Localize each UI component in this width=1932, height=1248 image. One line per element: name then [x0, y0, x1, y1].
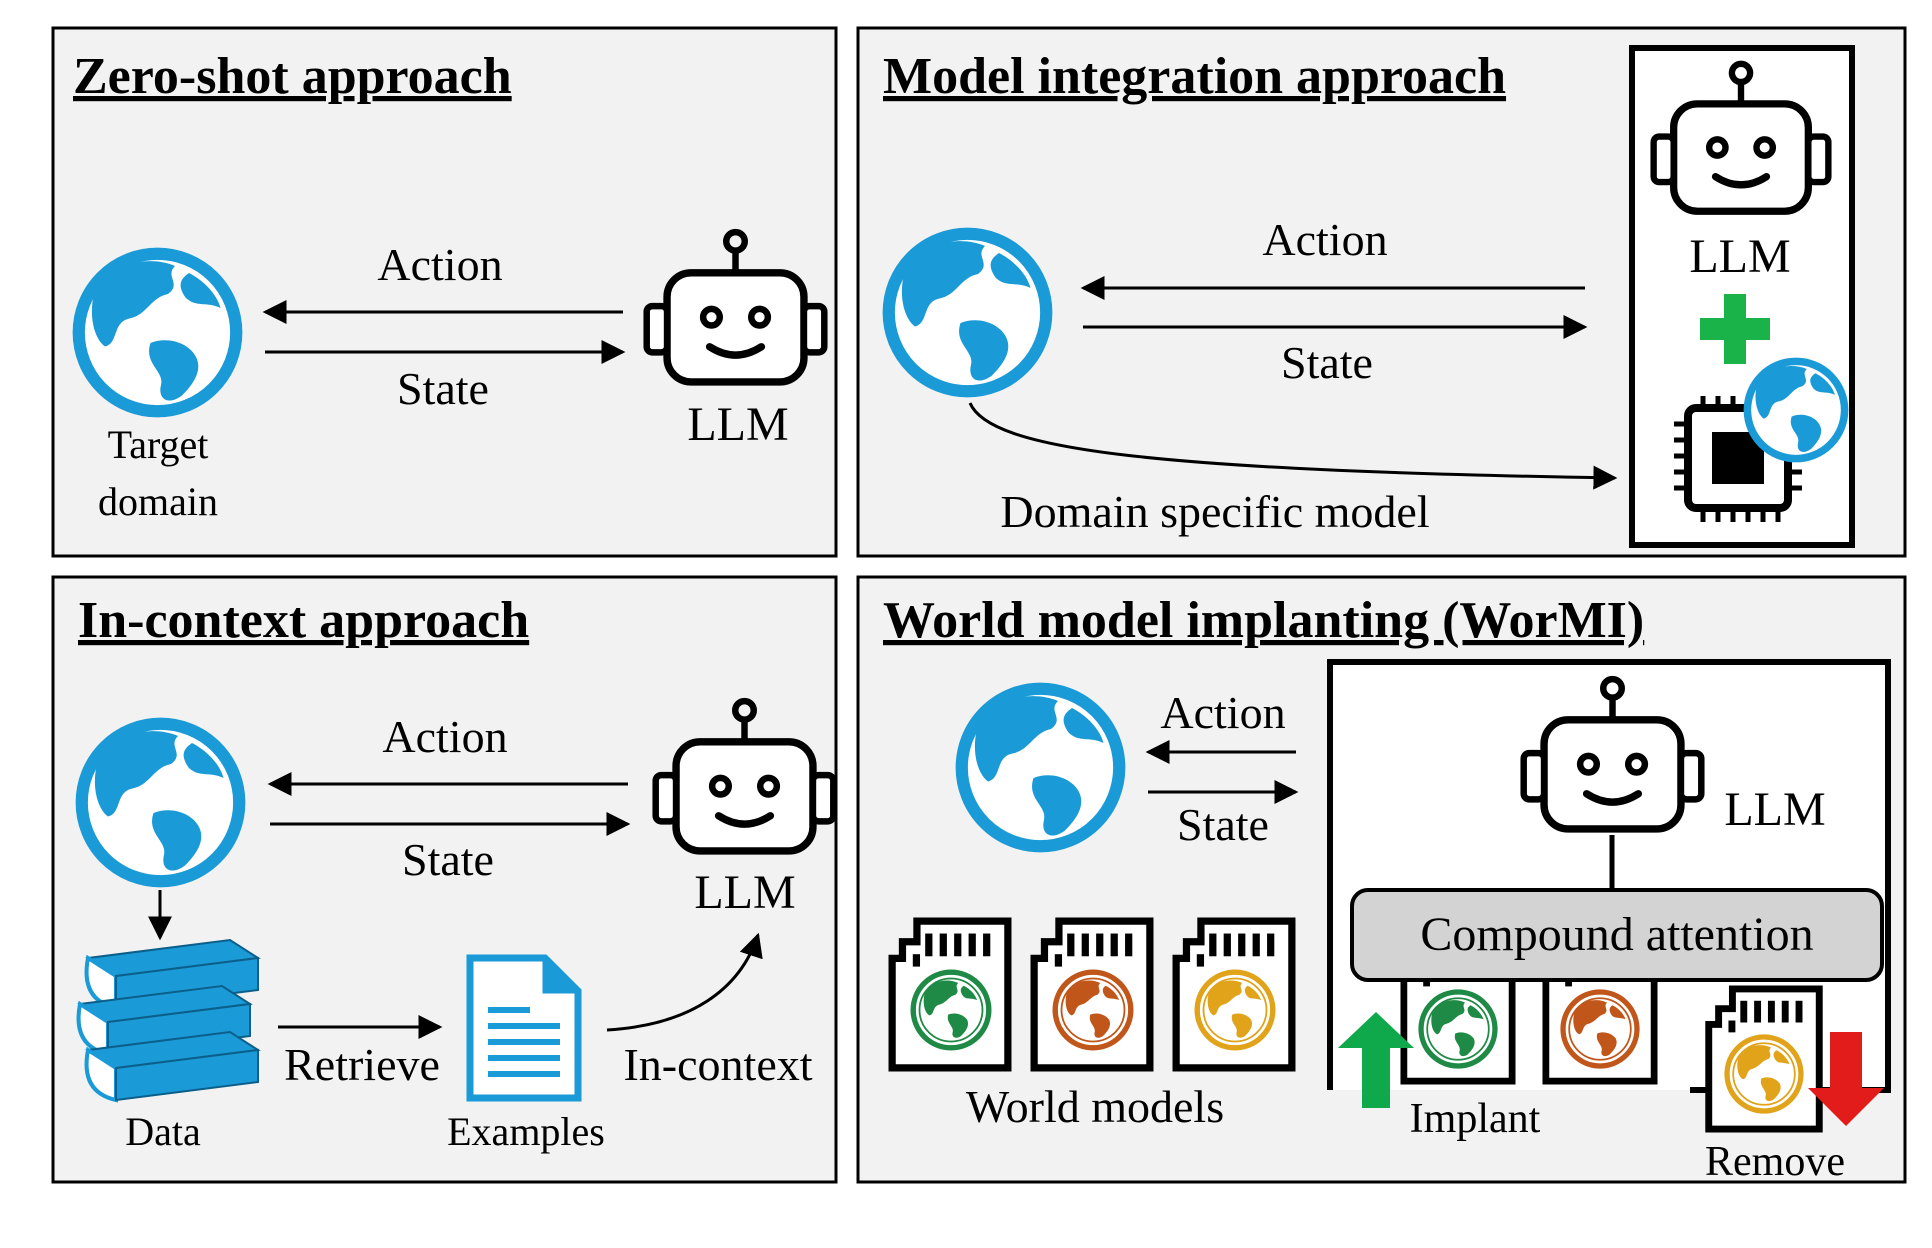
implant-label: Implant [1410, 1096, 1541, 1142]
in-context-action-label: Action [382, 711, 507, 762]
domain-specific-model-label: Domain specific model [1000, 486, 1429, 537]
in-context-state-label: State [402, 834, 494, 885]
wormi-action-label: Action [1160, 687, 1285, 738]
remove-arrow [1808, 1032, 1884, 1126]
document-icon [466, 954, 582, 1102]
globe-icon [1055, 972, 1131, 1048]
examples-label: Examples [447, 1109, 605, 1154]
target-label-line1: Target [108, 422, 209, 467]
domain-model-arrow [968, 402, 1618, 490]
in-context-arrow [606, 932, 763, 1032]
compound-attention-box [1350, 888, 1884, 982]
globe-icon [1421, 992, 1495, 1066]
books-icon [76, 938, 261, 1103]
globe-icon [913, 972, 989, 1048]
globe-icon [1197, 972, 1273, 1048]
globe-icon [79, 254, 237, 412]
target-label-line2: domain [98, 479, 218, 524]
compound-attention-label: Compound attention [1420, 908, 1813, 961]
model-integration-llm-label: LLM [1689, 230, 1790, 283]
zero-shot-action-label: Action [377, 239, 502, 290]
in-context-llm-label: LLM [694, 866, 795, 919]
in-context-title: In-context approach [78, 592, 529, 649]
zero-shot-state-label: State [397, 363, 489, 414]
zero-shot-llm-label: LLM [687, 398, 788, 451]
data-label: Data [125, 1109, 201, 1154]
globe-icon [1727, 1037, 1801, 1111]
implant-arrow [1338, 1012, 1414, 1108]
remove-label: Remove [1705, 1139, 1845, 1185]
globe-icon [1563, 992, 1637, 1066]
globe-icon [1747, 361, 1844, 458]
plus-icon [1700, 294, 1770, 364]
globe-icon [962, 689, 1120, 847]
world-models-label: World models [966, 1081, 1224, 1132]
model-integration-state-label: State [1281, 337, 1373, 388]
in-context-label: In-context [623, 1039, 812, 1090]
zero-shot-title: Zero-shot approach [73, 48, 512, 105]
globe-icon [82, 724, 240, 882]
wormi-state-label: State [1177, 799, 1269, 850]
wormi-llm-label: LLM [1724, 783, 1825, 836]
model-integration-action-label: Action [1262, 214, 1387, 265]
retrieve-label: Retrieve [284, 1039, 440, 1090]
globe-icon [889, 234, 1047, 392]
wormi-title: World model implanting (WorMI) [883, 592, 1644, 649]
model-integration-title: Model integration approach [883, 48, 1506, 105]
